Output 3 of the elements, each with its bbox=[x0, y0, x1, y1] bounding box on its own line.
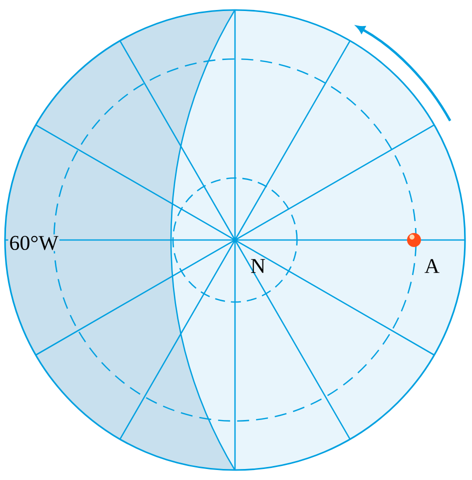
map-label: 60°W bbox=[8, 234, 60, 252]
map-label: A bbox=[424, 259, 440, 273]
map-label: N bbox=[251, 259, 266, 273]
